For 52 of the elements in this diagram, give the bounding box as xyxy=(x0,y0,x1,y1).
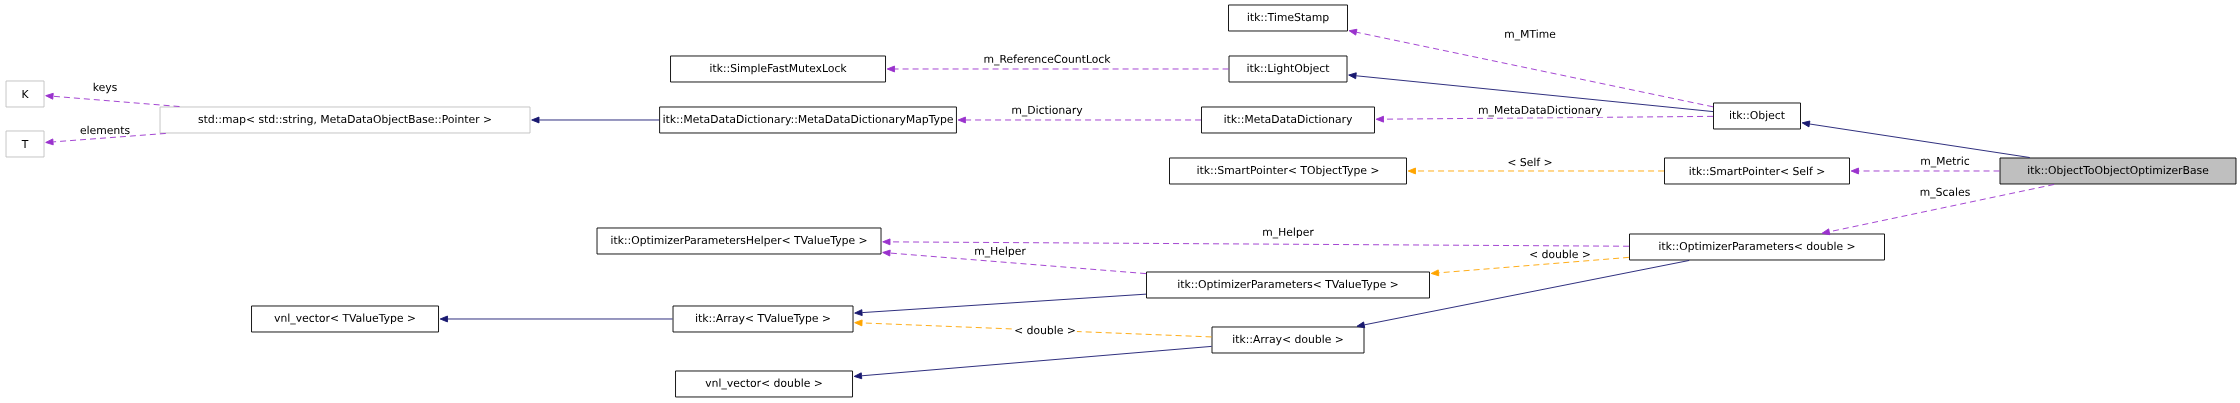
edge-label: keys xyxy=(93,82,117,94)
edge-label: m_MetaDataDictionary xyxy=(1479,105,1602,117)
edge-label: m_Dictionary xyxy=(1012,105,1083,117)
class-box: itk::MetaDataDictionary xyxy=(1201,106,1375,134)
edge-label: < double > xyxy=(1530,249,1590,259)
class-box: itk::OptimizerParameters< double > xyxy=(1629,233,1885,261)
arrow xyxy=(45,133,167,146)
arrow xyxy=(882,249,1147,275)
edge-label: m_Metric xyxy=(1921,156,1970,168)
class-box: itk::Object xyxy=(1713,102,1801,130)
arrow xyxy=(1407,167,1665,175)
class-box: vnl_vector< TValueType > xyxy=(251,305,439,333)
class-box: itk::TimeStamp xyxy=(1228,4,1348,32)
class-box: itk::OptimizerParametersHelper< TValueType > xyxy=(596,227,882,255)
edge-label: m_ReferenceCountLock xyxy=(984,54,1111,66)
edge-label: elements xyxy=(80,125,130,135)
edge-label: m_Helper xyxy=(975,246,1026,258)
arrow xyxy=(1356,260,1690,329)
class-box: K xyxy=(5,80,45,108)
class-box: std::map< std::string, MetaDataObjectBase::Pointer > xyxy=(159,106,531,134)
edge-label: m_Scales xyxy=(1920,187,1970,199)
arrow xyxy=(1375,115,1714,123)
arrow xyxy=(854,319,1212,338)
arrow xyxy=(957,116,1202,124)
edge-label: m_MTime xyxy=(1505,29,1556,41)
edge-label: < Self > xyxy=(1508,157,1552,167)
class-box: T xyxy=(5,130,45,158)
class-box: itk::Array< TValueType > xyxy=(672,305,854,333)
class-box: itk::ObjectToObjectOptimizerBase xyxy=(1999,157,2237,185)
arrow xyxy=(1801,120,2031,158)
arrow xyxy=(882,238,1630,247)
arrow xyxy=(854,293,1147,316)
arrow xyxy=(1348,28,1714,108)
arrow xyxy=(1850,167,2000,175)
class-box: itk::LightObject xyxy=(1228,55,1348,83)
arrow xyxy=(439,315,674,323)
class-box: itk::SimpleFastMutexLock xyxy=(670,55,886,83)
class-box: itk::Array< double > xyxy=(1211,326,1365,354)
class-box: itk::SmartPointer< Self > xyxy=(1664,157,1850,185)
arrow xyxy=(853,345,1212,380)
arrow xyxy=(1821,184,2055,236)
class-box: vnl_vector< double > xyxy=(675,370,853,398)
class-box: itk::MetaDataDictionary::MetaDataDictionaryMapType xyxy=(659,106,957,134)
edge-label: < double > xyxy=(1015,325,1075,335)
arrow xyxy=(531,116,660,124)
arrow xyxy=(886,65,1229,73)
edge-label: m_Helper xyxy=(1263,227,1314,239)
arrow xyxy=(45,92,180,107)
arrow xyxy=(1348,72,1714,113)
class-box: itk::OptimizerParameters< TValueType > xyxy=(1146,271,1430,299)
class-box: itk::SmartPointer< TObjectType > xyxy=(1169,157,1407,185)
arrow xyxy=(1430,256,1630,277)
